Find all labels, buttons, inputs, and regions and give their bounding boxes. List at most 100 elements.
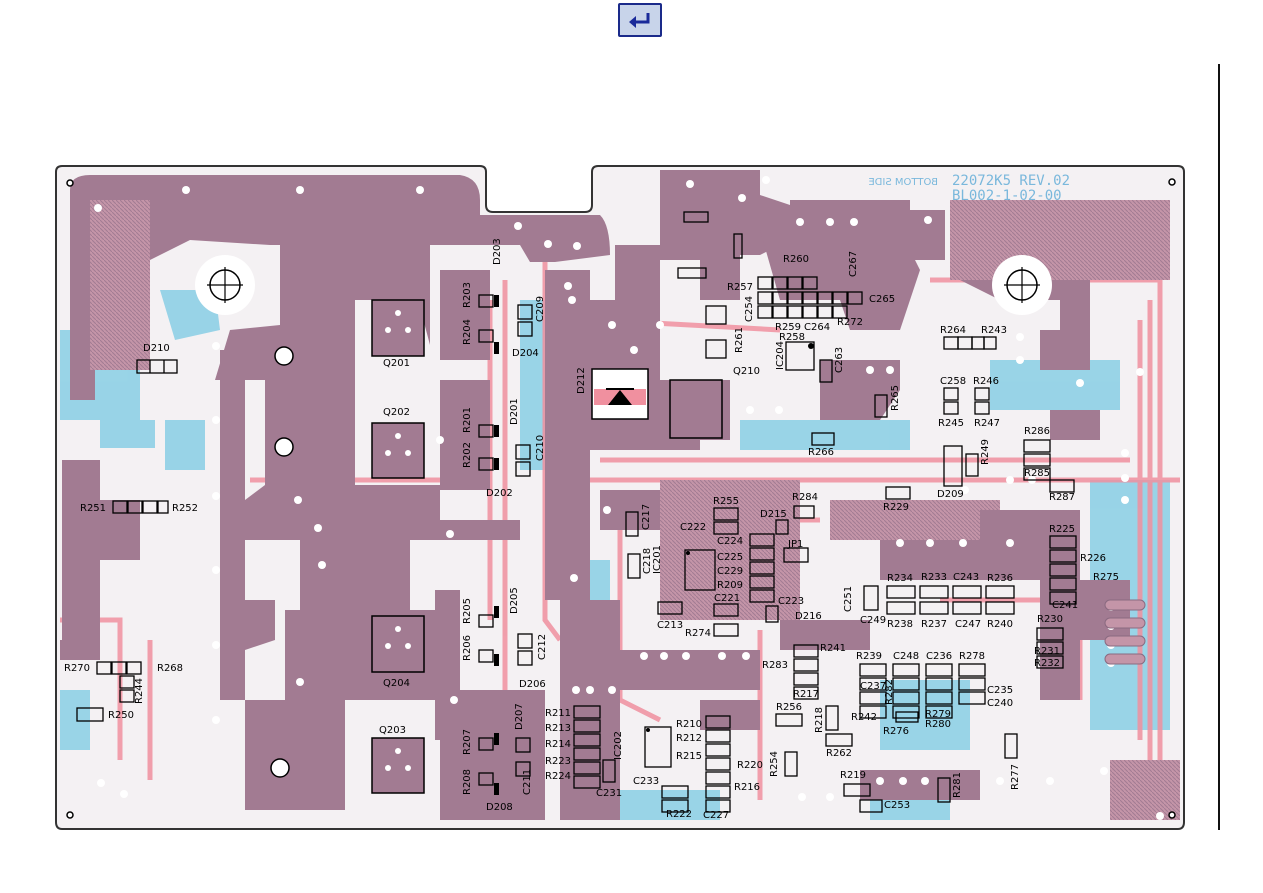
component-label-r279: R279 [925,709,951,720]
component-label-r234: R234 [887,573,913,584]
component-label-r284: R284 [792,492,818,503]
diode-bars [494,295,499,795]
component-label-r260: R260 [783,254,809,265]
component-label-ic204: IC204 [775,341,786,370]
component-label-r216: R216 [734,782,760,793]
component-label-r255: R255 [713,496,739,507]
component-label-r285: R285 [1024,468,1050,479]
component-label-d216: D216 [795,611,822,622]
component-label-r232: R232 [1034,658,1060,669]
component-label-r266: R266 [808,447,834,458]
component-label-r215: R215 [676,751,702,762]
transistor-outlines [371,299,723,794]
component-label-r224: R224 [545,771,571,782]
component-label-r243: R243 [981,325,1007,336]
component-label-r226: R226 [1080,553,1106,564]
component-label-c218: C218 [642,548,653,574]
component-label-c240: C240 [987,698,1013,709]
component-label-r203: R203 [462,282,473,308]
component-label-d203: D203 [492,238,503,265]
hatched-ground-left [90,200,150,370]
component-label-c264: C264 [804,322,830,333]
component-label-c267: C267 [848,251,859,277]
component-label-r241: R241 [820,643,846,654]
component-label-r265: R265 [890,385,901,411]
component-label-d208: D208 [486,802,513,813]
board-revision-marking: 22072K5 REV.02 [952,173,1070,189]
component-label-r280: R280 [925,719,951,730]
component-label-c231: C231 [596,788,622,799]
component-label-c210: C210 [535,435,546,461]
component-label-r220: R220 [737,760,763,771]
back-button[interactable] [618,3,662,37]
component-label-r251: R251 [80,503,106,514]
component-label-c236: C236 [926,651,952,662]
component-label-c248: C248 [893,651,919,662]
component-label-r256: R256 [776,702,802,713]
component-label-c241: C241 [1052,600,1078,611]
component-label-r206: R206 [462,635,473,661]
component-label-c224: C224 [717,536,743,547]
component-label-r261: R261 [734,327,745,353]
component-label-r245: R245 [938,418,964,429]
component-label-r252: R252 [172,503,198,514]
component-label-r281: R281 [952,772,963,798]
hatched-ground-right [950,200,1170,280]
drill-holes [66,178,1176,819]
component-label-r237: R237 [921,619,947,630]
component-label-r238: R238 [887,619,913,630]
component-label-d205: D205 [509,587,520,614]
component-label-r277: R277 [1010,764,1021,790]
component-label-r225: R225 [1049,524,1075,535]
component-label-r250: R250 [108,710,134,721]
component-label-r249: R249 [980,439,991,465]
component-label-c247: C247 [955,619,981,630]
component-label-r276: R276 [883,726,909,737]
component-label-c249: C249 [860,615,886,626]
component-label-r205: R205 [462,598,473,624]
mounting-hole-left [195,255,255,315]
component-label-r201: R201 [462,407,473,433]
transistor-pads [385,310,411,771]
component-label-r240: R240 [987,619,1013,630]
component-label-jp1: JP1 [787,539,803,550]
component-label-c263: C263 [834,347,845,373]
component-label-r247: R247 [974,418,1000,429]
component-label-d207: D207 [514,703,525,730]
component-label-c217: C217 [641,504,652,530]
component-label-r210: R210 [676,719,702,730]
component-label-r270: R270 [64,663,90,674]
component-label-r208: R208 [462,769,473,795]
mirrored-side-marking: BOTTOM SIDE [868,177,938,188]
component-label-d206: D206 [519,679,546,690]
component-label-r219: R219 [840,770,866,781]
component-label-r246: R246 [973,376,999,387]
component-label-r242: R242 [851,712,877,723]
component-label-r236: R236 [987,573,1013,584]
component-label-r264: R264 [940,325,966,336]
component-label-q203: Q203 [379,725,406,736]
page-divider [1218,64,1220,830]
component-label-r222: R222 [666,809,692,820]
component-label-r283: R283 [762,660,788,671]
mounting-hole-right [992,255,1052,315]
component-label-d215: D215 [760,509,787,520]
component-label-r230: R230 [1037,614,1063,625]
component-label-r214: R214 [545,739,571,750]
component-label-r239: R239 [856,651,882,662]
component-label-r212: R212 [676,733,702,744]
component-label-d209: D209 [937,489,964,500]
component-label-r213: R213 [545,723,571,734]
component-label-r282: R282 [884,679,895,705]
component-label-c237: C237 [860,681,886,692]
component-label-c265: C265 [869,294,895,305]
component-label-c229: C229 [717,566,743,577]
component-label-c258: C258 [940,376,966,387]
component-label-r202: R202 [462,442,473,468]
component-label-r217: R217 [793,689,819,700]
component-label-q204: Q204 [383,678,410,689]
component-label-d204: D204 [512,348,539,359]
ic-pin1-dots [646,343,814,732]
component-label-r272: R272 [837,317,863,328]
component-label-r275: R275 [1093,572,1119,583]
